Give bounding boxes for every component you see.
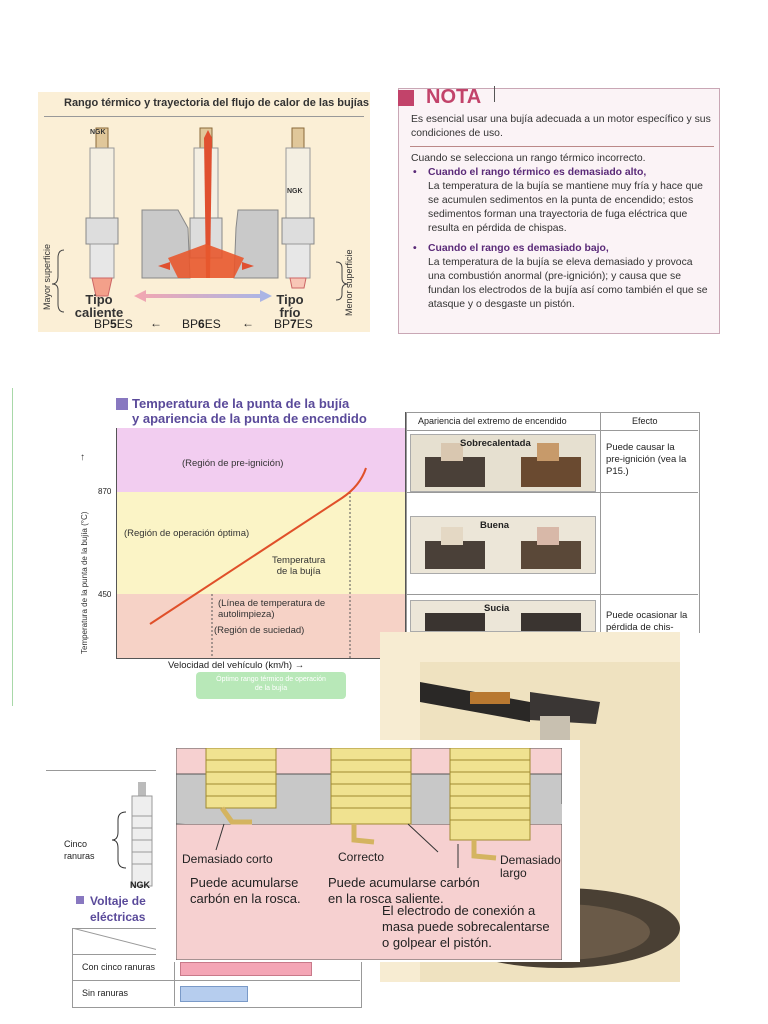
ngk-logo-hot: NGK xyxy=(90,129,106,136)
long-plug xyxy=(449,748,531,861)
nota-marker xyxy=(398,90,414,106)
heat-range-drawing xyxy=(51,127,349,313)
five-grooves-row-label: Con cinco ranuras xyxy=(82,962,156,972)
voltage-col-rule xyxy=(174,928,175,1006)
arrow-left-glyph: ← xyxy=(150,316,162,330)
tick-450: 450 xyxy=(98,590,112,599)
x-axis-label: Velocidad del vehículo (km/h) → xyxy=(168,660,305,671)
voltage-title-marker xyxy=(76,896,84,904)
temperature-plot xyxy=(149,467,367,658)
model-bp6es: BP6ES xyxy=(182,317,221,331)
no-grooves-row-label: Sin ranuras xyxy=(82,988,129,998)
short-plug xyxy=(205,748,277,825)
table-row-rule-1 xyxy=(406,492,698,493)
mid-spark-plug xyxy=(158,127,254,278)
nota-high-text: La temperatura de la bujía se mantiene m… xyxy=(428,181,703,234)
fouled-effect: Puede ocasionar la pérdida de chis- xyxy=(606,610,688,633)
ngk-logo-small: NGK xyxy=(130,880,150,890)
grooved-plug-drawing xyxy=(111,782,153,887)
overheated-photo xyxy=(410,434,596,492)
fouling-band xyxy=(116,594,405,658)
overheated-effect: Puede causar la pre-ignición (vea la P15… xyxy=(606,442,687,477)
nota-bullet-1: • xyxy=(413,167,417,178)
nota-intro: Es esencial usar una bujía adecuada a un… xyxy=(411,114,711,139)
optimal-region-label: (Región de operación óptima) xyxy=(124,528,250,539)
nota-title: NOTA xyxy=(426,86,482,108)
five-grooves-bar xyxy=(180,962,312,976)
less-surface-label: Menor superficie xyxy=(344,249,354,316)
arrow-left-glyph-2: ← xyxy=(242,316,254,330)
nota-incorrect: Cuando se selecciona un rango térmico in… xyxy=(411,153,646,164)
fouled-photo xyxy=(410,600,596,632)
nota-low-text: La temperatura de la bujía se eleva dema… xyxy=(428,257,708,310)
nota-box xyxy=(398,88,720,334)
thread-reach-diagram xyxy=(176,748,562,960)
temperature-line xyxy=(149,467,367,625)
temp-title-marker xyxy=(116,398,128,410)
overheated-label: Sobrecalentada xyxy=(460,438,531,449)
no-grooves-bar xyxy=(180,986,248,1002)
model-bp7es: BP7ES xyxy=(274,317,313,331)
heat-range-title: Rango térmico y trayectoria del flujo de… xyxy=(64,97,370,109)
nota-low-heading: Cuando el rango es demasiado bajo, xyxy=(428,243,609,254)
ngk-logo-cold: NGK xyxy=(287,188,303,195)
tick-870: 870 xyxy=(98,487,112,496)
correct-plug xyxy=(330,748,412,845)
table-col-rule xyxy=(600,412,601,632)
y-axis-label: Temperatura de la punta de la bujía (°C) xyxy=(80,511,89,654)
good-photo xyxy=(410,516,596,574)
title-rule xyxy=(44,116,364,117)
appearance-table xyxy=(406,412,700,633)
table-header-rule xyxy=(406,430,698,431)
correct-label: Correcto xyxy=(338,850,385,864)
cold-spark-plug xyxy=(281,127,315,289)
model-bp5es: BP5ES xyxy=(94,317,133,331)
hot-spark-plug xyxy=(85,127,119,297)
nota-bullet-2: • xyxy=(413,243,417,254)
col-effect-header: Efecto xyxy=(632,416,658,426)
too-short-label: Demasiado corto xyxy=(182,852,273,866)
y-axis-arrow-icon: ↑ xyxy=(80,452,85,463)
y-axis xyxy=(116,428,117,658)
nota-high-heading: Cuando el rango térmico es demasiado alt… xyxy=(428,167,647,178)
voltage-row-rule-2 xyxy=(72,980,360,981)
nota-divider xyxy=(410,146,714,147)
fouled-label: Sucia xyxy=(484,603,510,614)
chart-right-rule xyxy=(405,412,406,658)
fouling-region-label: (Región de suciedad) xyxy=(214,625,305,636)
table-row-rule-2 xyxy=(406,594,698,595)
pre-ignition-label: (Región de pre-ignición) xyxy=(182,458,284,469)
pre-ignition-band xyxy=(116,428,405,492)
good-label: Buena xyxy=(480,520,510,531)
x-axis xyxy=(116,658,405,659)
col-appearance-header: Apariencia del extremo de encendido xyxy=(418,416,567,426)
nota-tab-rule xyxy=(494,86,495,102)
more-surface-label: Mayor superficie xyxy=(42,243,52,310)
optimal-band xyxy=(116,492,405,594)
